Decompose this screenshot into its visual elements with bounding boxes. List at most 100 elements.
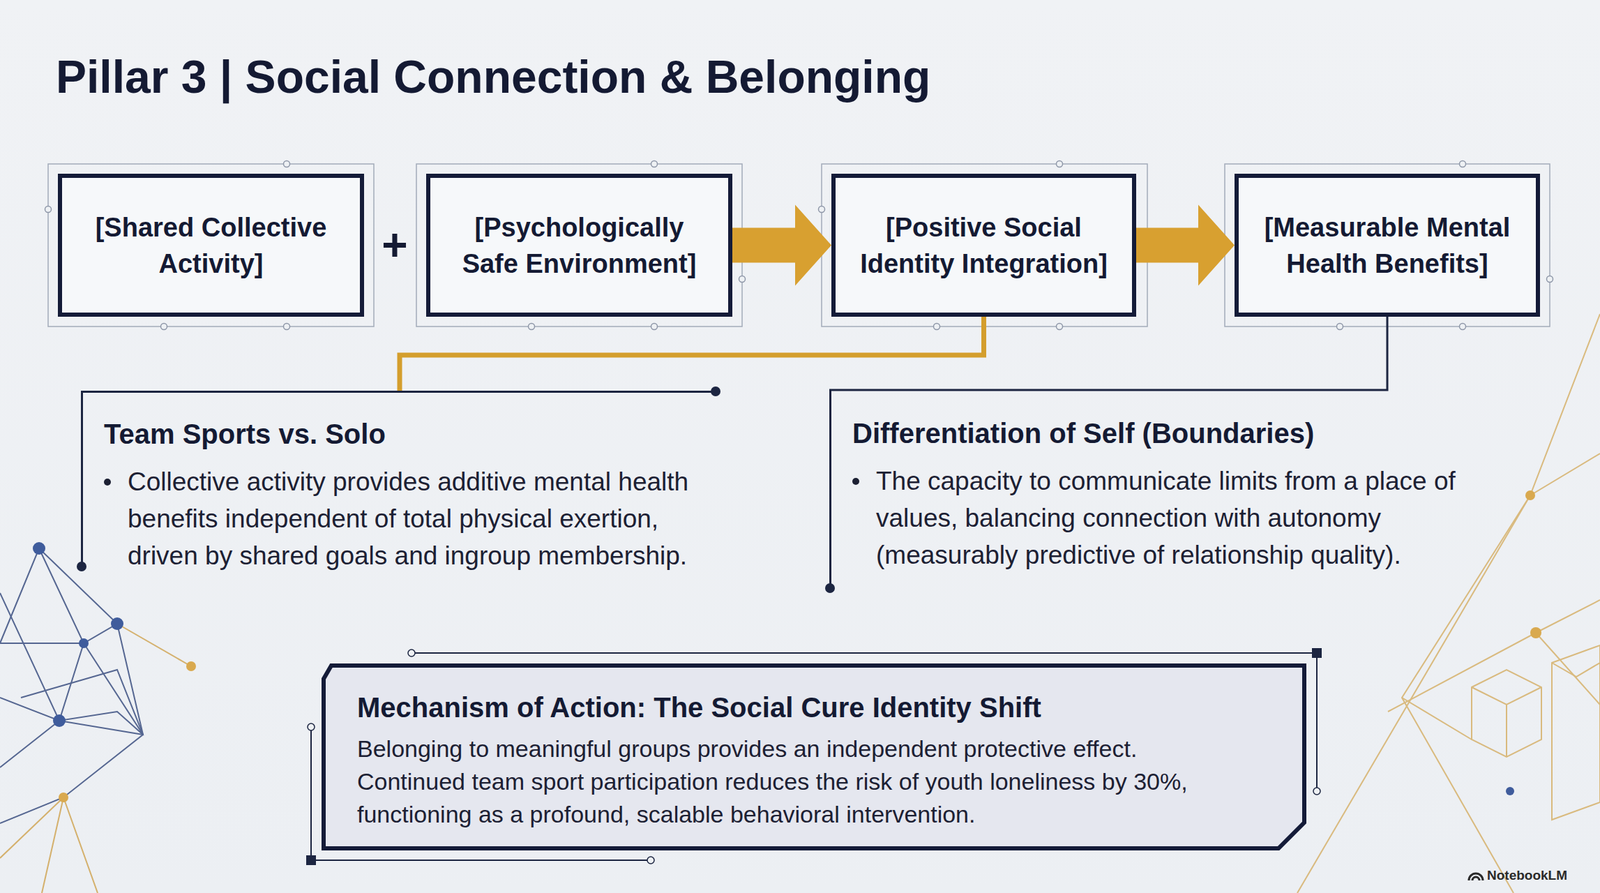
network-graphic (1471, 669, 1542, 757)
callout-frame-mark (1311, 647, 1322, 658)
frame-dot (283, 323, 291, 330)
network-graphic (0, 643, 143, 824)
frame-dot (161, 323, 168, 330)
frame-dot (651, 161, 658, 168)
frame-dot (1459, 323, 1467, 330)
network-graphic (1535, 632, 1600, 705)
watermark-icon (1468, 873, 1483, 881)
network-node (53, 714, 66, 727)
network-graphic (1530, 313, 1600, 496)
network-graphic (1505, 704, 1508, 757)
process-box: [Psychologically Safe Environment] (426, 173, 733, 317)
bullet-dot (852, 477, 860, 485)
leader-dot (76, 386, 835, 593)
network-graphic (1551, 662, 1600, 677)
box-frame (48, 163, 1550, 327)
frame-dot (1546, 276, 1554, 283)
network-node (1530, 627, 1542, 639)
box-frame (1224, 163, 1550, 327)
process-box: [Shared Collective Activity] (57, 173, 365, 317)
frame-dot (651, 323, 658, 330)
network-graphic (0, 548, 84, 721)
network-node (32, 541, 196, 803)
network-graphic (0, 548, 143, 824)
frame-dot (739, 276, 746, 283)
watermark-icon (1472, 876, 1480, 881)
network-node (186, 661, 196, 671)
callout-frame-mark (306, 855, 316, 865)
callout-heading: Mechanism of Action: The Social Cure Ide… (357, 690, 1279, 724)
box-label: [Positive Social Identity Integration] (856, 209, 1112, 282)
network-graphic (41, 797, 64, 893)
connector (732, 205, 832, 286)
box-label: [Measurable Mental Health Benefits] (1259, 209, 1515, 282)
callout-body: Belonging to meaningful groups provides … (357, 732, 1238, 831)
frame-dot (933, 323, 941, 330)
network-node (32, 541, 46, 555)
frame-dot (528, 323, 535, 330)
bullet-row: Collective activity provides additive me… (103, 463, 716, 575)
callout-outline (323, 665, 1305, 849)
frame-dot (1337, 323, 1344, 330)
callout-frame-mark (306, 647, 1322, 865)
network-node (58, 792, 69, 803)
connector (399, 316, 985, 391)
frame-dot (1056, 161, 1063, 168)
callout-box: Mechanism of Action: The Social Cure Ide… (321, 663, 1307, 851)
flow-arrow (732, 205, 832, 286)
network-node (1505, 786, 1515, 796)
diagram-title: Pillar 3 | Social Connection & Belonging (55, 48, 931, 105)
box-frame (416, 163, 743, 327)
connector (1136, 205, 1235, 286)
plus-sign: + (373, 216, 416, 273)
network-graphic (117, 623, 192, 667)
network-graphic (0, 623, 192, 893)
flow-arrow (1136, 205, 1235, 286)
process-box: [Measurable Mental Health Benefits] (1234, 173, 1541, 317)
leader-line (829, 316, 1388, 390)
network-graphic (1551, 645, 1600, 820)
network-node (110, 617, 124, 630)
panel-body-text: Collective activity provides additive me… (127, 463, 716, 575)
callout-frame-mark (1313, 787, 1321, 795)
network-graphic (0, 548, 118, 644)
box-label: [Shared Collective Activity] (83, 209, 339, 282)
callout-frame (311, 652, 1317, 860)
network-graphic (1401, 697, 1472, 740)
network-node (78, 638, 89, 648)
note-panel: Team Sports vs. SoloCollective activity … (80, 390, 716, 567)
network-node (1505, 490, 1542, 796)
bullet-dot (103, 478, 111, 486)
frame-dot (1056, 323, 1063, 330)
callout-frame-mark (408, 649, 415, 657)
network-graphic (20, 669, 143, 735)
box-frame (821, 163, 1148, 327)
network-graphic (1387, 599, 1600, 712)
network-graphic (0, 592, 143, 735)
network-graphic (1297, 313, 1600, 893)
bullet-row: The capacity to communicate limits from … (852, 462, 1527, 574)
frame-dot (283, 161, 291, 168)
frame-dot (45, 206, 52, 213)
frame-dot (45, 161, 1554, 330)
connector (829, 316, 1388, 390)
callout-frame-mark (307, 723, 315, 731)
panel-heading: Team Sports vs. Solo (103, 417, 716, 451)
watermark-icon (1468, 873, 1483, 881)
panel-heading: Differentiation of Self (Boundaries) (852, 416, 1527, 450)
box-label: [Psychologically Safe Environment] (451, 209, 708, 282)
network-graphic (0, 623, 143, 768)
callout-frame-mark (647, 856, 655, 864)
network-node (1525, 490, 1536, 501)
frame-dot (1459, 161, 1467, 168)
watermark: NotebookLM (1487, 866, 1585, 884)
panel-body-text: The capacity to communicate limits from … (876, 462, 1527, 574)
process-box: [Positive Social Identity Integration] (831, 173, 1137, 317)
network-graphic (1471, 687, 1542, 705)
leader-line (399, 316, 985, 391)
box-frame (48, 163, 374, 327)
network-graphic (0, 797, 98, 893)
frame-dot (818, 206, 826, 213)
note-panel: Differentiation of Self (Boundaries) The … (829, 389, 1527, 588)
